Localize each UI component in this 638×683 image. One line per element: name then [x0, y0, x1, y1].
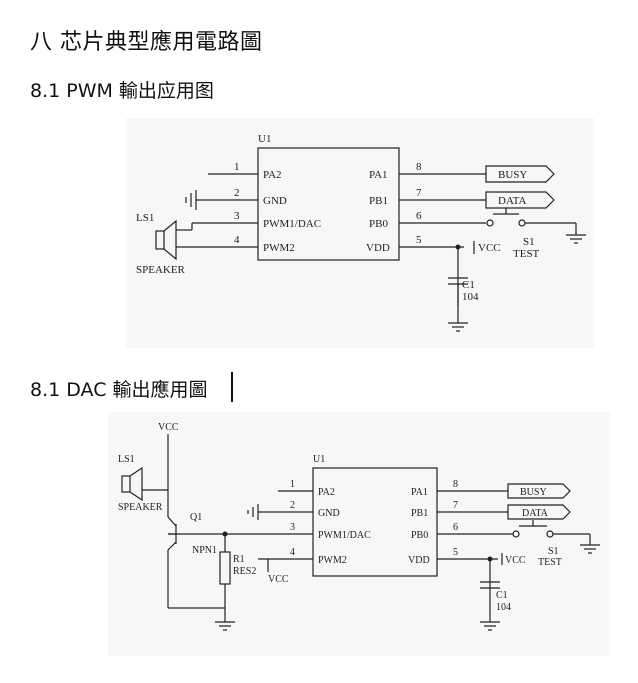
cap-value: 104 — [496, 602, 511, 613]
vcc-label: VCC — [478, 242, 501, 254]
pin-num-6: 6 — [416, 210, 422, 222]
chip-u1 — [312, 467, 438, 577]
speaker-icon — [155, 230, 165, 250]
dac-schematic: VCC LS1 SPEAKER Q1 NPN1 R1 RES2 VCC U1 1… — [118, 422, 600, 631]
r1-label: R1 — [233, 554, 245, 565]
pin-label-vdd: VDD — [408, 555, 430, 566]
pin-label-gnd: GND — [263, 195, 287, 207]
pin-num-8: 8 — [416, 161, 422, 173]
chip-u1 — [257, 147, 400, 261]
npn-label: NPN1 — [192, 545, 217, 556]
data-label: DATA — [522, 508, 549, 519]
busy-label: BUSY — [498, 169, 527, 181]
pin-label-vdd: VDD — [366, 242, 390, 254]
pin-num-4: 4 — [234, 234, 240, 246]
busy-tag — [507, 483, 571, 499]
text-cursor — [231, 372, 233, 402]
pwm-schematic: U1 1 2 3 4 PA2 GND PWM1/DAC PWM2 PA1 PB1… — [136, 133, 586, 332]
pin-num-6: 6 — [453, 522, 458, 533]
vcc-label: VCC — [505, 555, 526, 566]
pin-label-pa1: PA1 — [369, 169, 388, 181]
pin-label-pa2: PA2 — [263, 169, 282, 181]
busy-label: BUSY — [520, 487, 547, 498]
pin-num-5: 5 — [416, 234, 422, 246]
pin-label-gnd: GND — [318, 508, 340, 519]
pin-label-pwm2: PWM2 — [318, 555, 347, 566]
pin-num-1: 1 — [290, 479, 295, 490]
chip-ref: U1 — [258, 133, 271, 145]
pin-label-pb1: PB1 — [369, 195, 388, 207]
pin-num-1: 1 — [234, 161, 240, 173]
cap-label: C1 — [462, 279, 475, 291]
pin-num-3: 3 — [290, 522, 295, 533]
pin-num-7: 7 — [453, 500, 458, 511]
speaker-label: SPEAKER — [118, 502, 163, 513]
pin-num-3: 3 — [234, 210, 240, 222]
resistor-icon — [219, 551, 231, 585]
speaker-icon — [121, 475, 131, 493]
vcc-res-label: VCC — [268, 574, 289, 585]
dac-schematic-panel: VCC LS1 SPEAKER Q1 NPN1 R1 RES2 VCC U1 1… — [108, 412, 610, 656]
busy-tag — [485, 165, 555, 183]
res2-label: RES2 — [233, 566, 256, 577]
vcc-top-label: VCC — [158, 422, 179, 433]
speaker-label: SPEAKER — [136, 264, 186, 276]
test-label: TEST — [513, 248, 540, 260]
data-label: DATA — [498, 195, 527, 207]
pin-label-pwm1: PWM1/DAC — [318, 530, 371, 541]
pwm-heading: 8.1 PWM 輸出应用图 — [30, 80, 214, 102]
pin-num-4: 4 — [290, 547, 295, 558]
pin-label-pb1: PB1 — [411, 508, 428, 519]
data-tag — [485, 191, 555, 209]
dac-heading: 8.1 DAC 輸出應用圖 — [30, 379, 208, 401]
speaker-ref: LS1 — [118, 454, 135, 465]
data-tag — [507, 504, 571, 520]
section-title: 八 芯片典型應用電路圖 — [30, 30, 263, 55]
test-label: TEST — [538, 557, 562, 568]
pin-label-pa2: PA2 — [318, 487, 335, 498]
pwm-schematic-panel: U1 1 2 3 4 PA2 GND PWM1/DAC PWM2 PA1 PB1… — [126, 118, 594, 348]
speaker-ref: LS1 — [136, 212, 154, 224]
pin-num-2: 2 — [290, 500, 295, 511]
pin-num-8: 8 — [453, 479, 458, 490]
switch-label: S1 — [523, 236, 535, 248]
cap-label: C1 — [496, 590, 508, 601]
pin-label-pwm2: PWM2 — [263, 242, 295, 254]
cap-value: 104 — [462, 291, 479, 303]
switch-label: S1 — [548, 546, 559, 557]
q1-label: Q1 — [190, 512, 202, 523]
chip-ref: U1 — [313, 454, 325, 465]
pin-label-pa1: PA1 — [411, 487, 428, 498]
pin-label-pb0: PB0 — [369, 218, 388, 230]
pin-num-5: 5 — [453, 547, 458, 558]
pin-label-pwm1: PWM1/DAC — [263, 218, 321, 230]
pin-num-2: 2 — [234, 187, 240, 199]
pin-label-pb0: PB0 — [411, 530, 428, 541]
pin-num-7: 7 — [416, 187, 422, 199]
